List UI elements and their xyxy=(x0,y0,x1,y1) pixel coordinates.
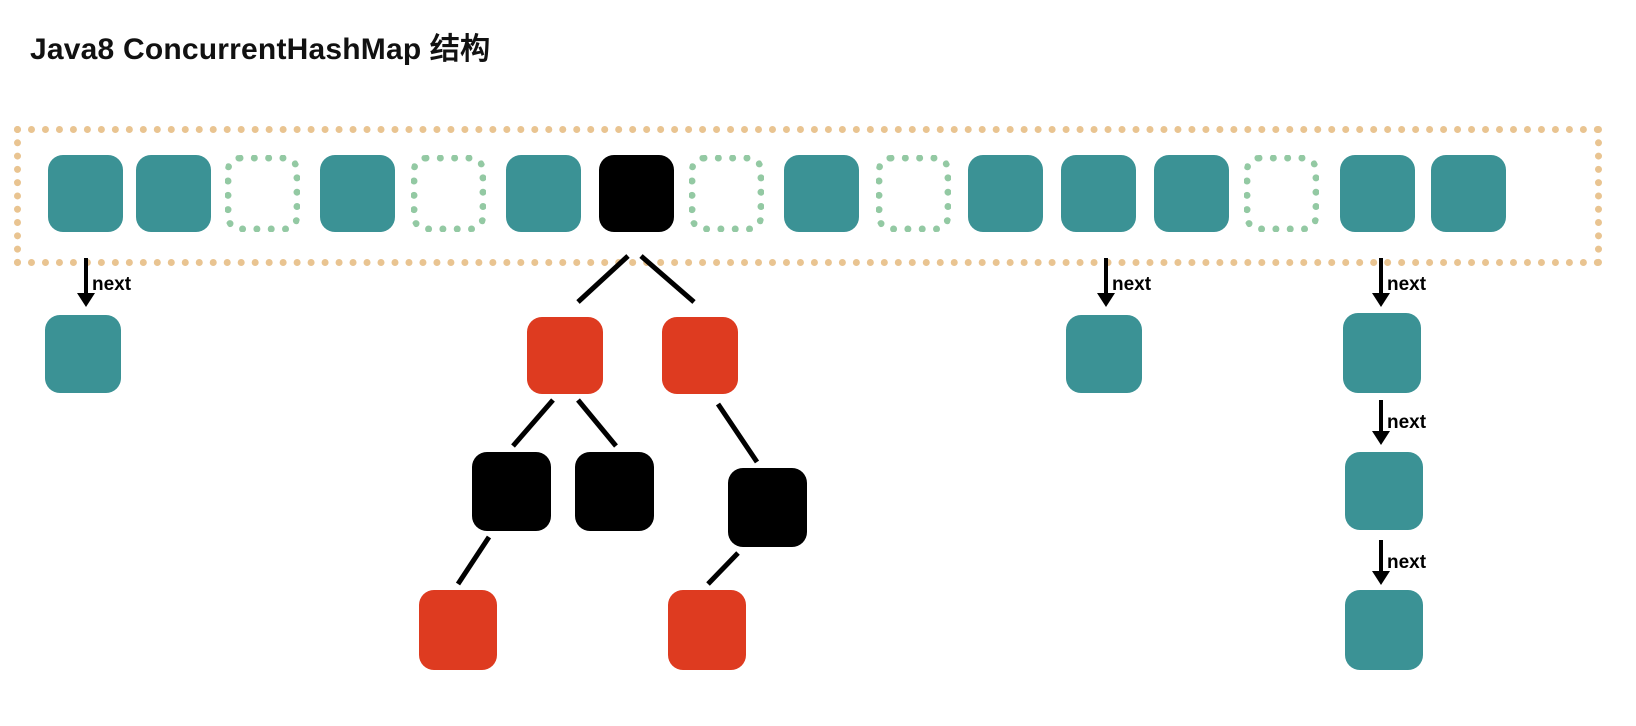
tree-node-r1-red[interactable] xyxy=(527,317,603,394)
array-cell-8[interactable] xyxy=(784,155,859,232)
array-cell-7-empty[interactable] xyxy=(689,155,764,232)
array-cell-14[interactable] xyxy=(1340,155,1415,232)
tree-node-b3-black[interactable] xyxy=(728,468,807,547)
array-cell-6[interactable] xyxy=(599,155,674,232)
bucket-14-linked-list-node-2[interactable] xyxy=(1345,590,1423,670)
next-arrow-label-2: next xyxy=(1387,274,1427,295)
tree-node-r2-red[interactable] xyxy=(662,317,738,394)
next-arrow-label-0: next xyxy=(92,274,132,295)
next-arrow-label-4: next xyxy=(1387,552,1427,573)
array-cell-12[interactable] xyxy=(1154,155,1229,232)
tree-node-r4-red[interactable] xyxy=(668,590,746,670)
page-title: Java8 ConcurrentHashMap 结构 xyxy=(30,33,491,66)
array-cell-13-empty[interactable] xyxy=(1244,155,1319,232)
array-cell-11[interactable] xyxy=(1061,155,1136,232)
next-arrow-0 xyxy=(84,258,88,294)
next-arrow-4 xyxy=(1379,540,1383,572)
bucket-14-linked-list-node-1[interactable] xyxy=(1345,452,1423,530)
tree-edge-r1-to-b2 xyxy=(576,398,618,448)
tree-edge-b1-to-r3 xyxy=(455,535,492,586)
bucket-11-linked-list-node-0[interactable] xyxy=(1066,315,1142,393)
tree-edge-r2-to-b3 xyxy=(715,402,760,464)
tree-edge-r1-to-b1 xyxy=(511,398,555,448)
array-cell-2-empty[interactable] xyxy=(225,155,300,232)
array-cell-5[interactable] xyxy=(506,155,581,232)
array-cell-3[interactable] xyxy=(320,155,395,232)
hash-table-array-container xyxy=(14,126,1602,266)
next-arrow-1 xyxy=(1104,258,1108,294)
array-cell-10[interactable] xyxy=(968,155,1043,232)
array-cell-0[interactable] xyxy=(48,155,123,232)
next-arrow-3 xyxy=(1379,400,1383,432)
tree-node-b1-black[interactable] xyxy=(472,452,551,531)
tree-node-b2-black[interactable] xyxy=(575,452,654,531)
next-arrow-2 xyxy=(1379,258,1383,294)
array-cell-1[interactable] xyxy=(136,155,211,232)
tree-node-r3-red[interactable] xyxy=(419,590,497,670)
array-cell-9-empty[interactable] xyxy=(876,155,951,232)
next-arrow-label-3: next xyxy=(1387,412,1427,433)
array-cell-15[interactable] xyxy=(1431,155,1506,232)
bucket-0-linked-list-node-0[interactable] xyxy=(45,315,121,393)
tree-edge-b3-to-r4 xyxy=(706,551,740,586)
bucket-14-linked-list-node-0[interactable] xyxy=(1343,313,1421,393)
array-cell-4-empty[interactable] xyxy=(411,155,486,232)
next-arrow-label-1: next xyxy=(1112,274,1152,295)
